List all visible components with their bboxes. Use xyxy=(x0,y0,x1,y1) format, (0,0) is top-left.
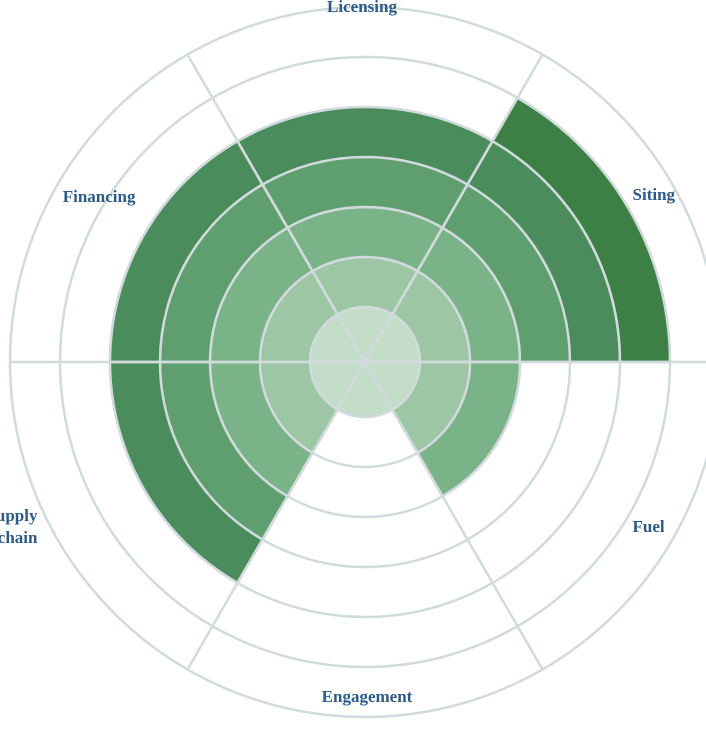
category-label-line: Fuel xyxy=(633,517,665,536)
category-label-line: chain xyxy=(0,528,38,547)
category-label: Fuel xyxy=(633,517,665,536)
radial-line xyxy=(363,361,544,671)
category-label-line: Licensing xyxy=(327,0,397,16)
category-label-line: Siting xyxy=(633,185,676,204)
category-label: Engagement xyxy=(322,687,413,706)
radial-line xyxy=(186,53,367,363)
category-label: Supply chain xyxy=(0,506,38,547)
radial-lines xyxy=(10,53,706,671)
category-label-line: Financing xyxy=(63,187,136,206)
category-label: Licensing xyxy=(327,0,397,16)
category-label: Siting xyxy=(633,185,676,204)
radial-line xyxy=(363,53,544,363)
category-label-line: Supply xyxy=(0,506,38,525)
segment-3-level-1 xyxy=(336,360,394,419)
category-label: Financing xyxy=(63,187,136,206)
category-label-line: Engagement xyxy=(322,687,413,706)
radial-line xyxy=(186,361,367,671)
segments xyxy=(108,96,672,585)
